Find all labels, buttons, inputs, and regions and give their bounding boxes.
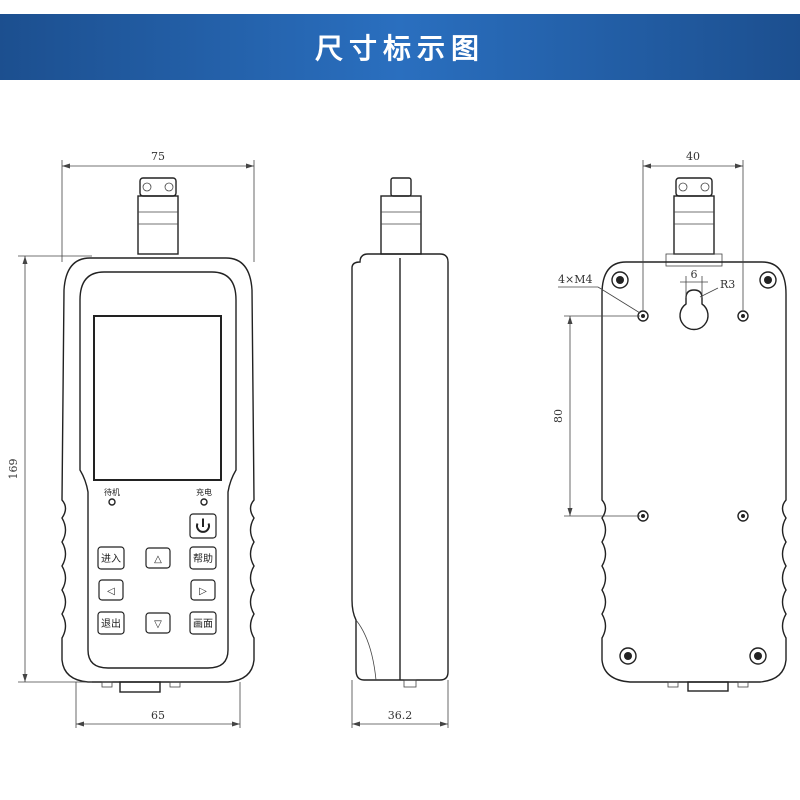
m4-hole-top-right	[737, 310, 749, 322]
keyhole-slot	[679, 289, 709, 331]
exit-button[interactable]: 退出	[97, 611, 125, 635]
charge-indicator-label: 充电	[196, 487, 212, 497]
standby-led	[108, 498, 116, 506]
down-arrow-icon: ▽	[154, 619, 162, 630]
down-button[interactable]: ▽	[145, 612, 171, 634]
dim-back-slot-width: 6	[691, 268, 698, 281]
corner-screw-bottom-right	[749, 647, 767, 665]
front-bottom-port	[119, 681, 161, 693]
front-bezel	[79, 271, 237, 669]
enter-button[interactable]: 进入	[97, 546, 125, 570]
svg-text:进入: 进入	[101, 553, 121, 565]
svg-text:帮助: 帮助	[193, 552, 213, 565]
right-arrow-icon: ▷	[199, 586, 207, 597]
dim-back-radius: R3	[720, 278, 735, 291]
dim-back-hole-spacing: 80	[552, 409, 565, 423]
side-body-outline	[351, 253, 449, 681]
back-connector-head	[675, 177, 713, 197]
page-title: 尺寸标示图	[314, 32, 485, 65]
charge-led	[200, 498, 208, 506]
left-button[interactable]: ◁	[98, 579, 124, 601]
up-button[interactable]: △	[145, 547, 171, 569]
standby-indicator-label: 待机	[104, 487, 120, 497]
dim-back-width-top: 40	[686, 150, 700, 163]
side-view: 36.2	[351, 177, 449, 728]
up-arrow-icon: △	[154, 554, 162, 565]
side-connector-head	[390, 177, 412, 197]
dim-front-height: 169	[7, 459, 20, 480]
back-bottom-port	[687, 681, 729, 692]
power-button[interactable]	[189, 513, 217, 539]
back-view: 40 6 R3 4×M4 80	[552, 150, 787, 692]
side-bottom-port	[403, 679, 417, 688]
dim-front-width-bottom: 65	[151, 709, 165, 722]
back-body-outline	[601, 261, 787, 683]
title-banner: 尺寸标示图	[0, 14, 800, 80]
front-body-outline	[61, 257, 255, 683]
front-connector-body	[137, 195, 179, 255]
front-connector-head	[139, 177, 177, 197]
screen-button[interactable]: 画面	[189, 611, 217, 635]
right-button[interactable]: ▷	[190, 579, 216, 601]
display-screen	[93, 315, 222, 481]
side-connector-body	[380, 195, 422, 255]
left-arrow-icon: ◁	[107, 586, 115, 597]
corner-screw-bottom-left	[619, 647, 637, 665]
svg-text:画面: 画面	[193, 619, 213, 630]
power-icon	[196, 518, 210, 533]
dim-front-width-top: 75	[151, 150, 165, 163]
help-button[interactable]: 帮助	[189, 546, 217, 570]
back-connector-body	[673, 195, 715, 255]
m4-hole-bottom-right	[737, 510, 749, 522]
corner-screw-top-left	[611, 271, 629, 289]
dim-back-screw-spec: 4×M4	[558, 273, 592, 286]
front-view: 待机 充电 进入 △ 帮助 ◁	[7, 150, 255, 728]
svg-text:退出: 退出	[101, 617, 121, 630]
corner-screw-top-right	[759, 271, 777, 289]
dim-side-depth: 36.2	[388, 709, 413, 722]
